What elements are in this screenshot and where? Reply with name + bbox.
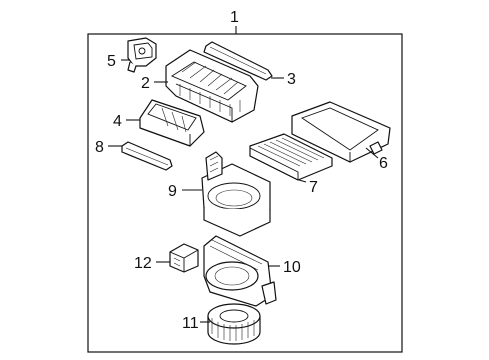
leader-7 <box>298 179 307 183</box>
callout-3: 3 <box>287 71 296 88</box>
callout-6: 6 <box>379 155 388 172</box>
callout-5: 5 <box>107 53 116 70</box>
callout-8: 8 <box>95 139 104 156</box>
callout-9: 9 <box>168 183 177 200</box>
callout-2: 2 <box>141 75 150 92</box>
leader-6 <box>365 147 379 159</box>
part-10-lower-housing <box>203 235 277 307</box>
callout-7: 7 <box>309 179 318 196</box>
callout-10: 10 <box>283 259 301 276</box>
part-2-upper-housing <box>165 49 259 123</box>
part-8-bar <box>121 141 173 171</box>
part-9-upper-case <box>201 151 271 237</box>
callout-12: 12 <box>134 255 152 272</box>
callout-1: 1 <box>230 9 239 26</box>
part-3-seal-strip <box>203 41 273 81</box>
part-11-blower-motor <box>207 303 261 345</box>
part-6-filter-frame <box>291 101 391 163</box>
part-12-resistor <box>169 243 199 273</box>
assembly-frame <box>87 33 403 353</box>
callout-11: 11 <box>182 315 199 332</box>
callout-4: 4 <box>113 113 122 130</box>
part-4-intake-duct <box>139 99 205 147</box>
part-5-actuator <box>127 37 157 73</box>
part-7-cabin-filter <box>249 133 333 181</box>
